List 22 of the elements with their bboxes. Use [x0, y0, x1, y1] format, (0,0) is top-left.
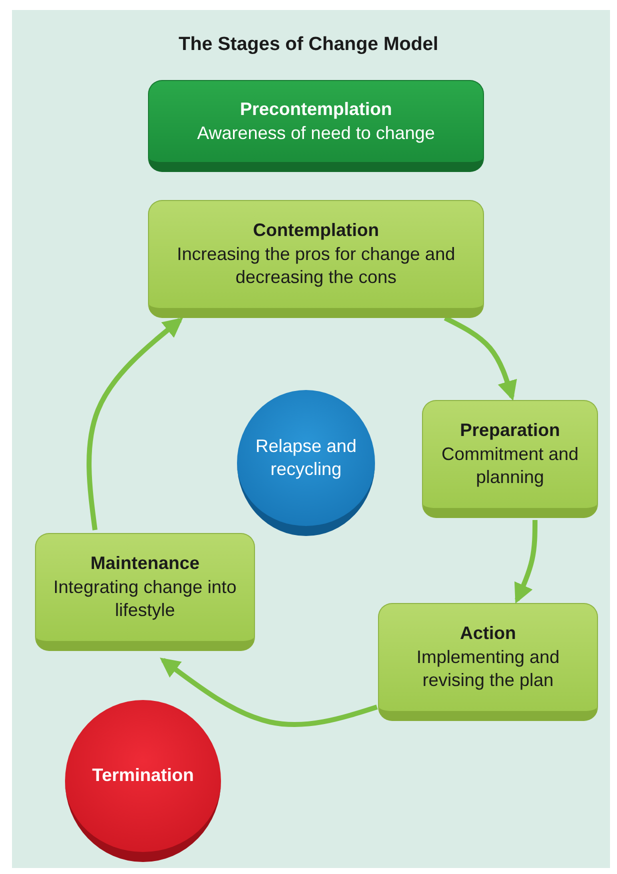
- stage-box: [378, 603, 598, 721]
- stage-box: [35, 533, 255, 651]
- stage-description: Relapse and recycling: [254, 434, 358, 481]
- cycle-arrow: [514, 520, 538, 604]
- cycle-arrow: [444, 316, 517, 401]
- stage-description: Commitment and planning: [440, 442, 580, 490]
- cycle-arrow: [86, 317, 184, 530]
- stage-box: [422, 400, 598, 518]
- cycle-arrow: [160, 658, 378, 728]
- stage-title: Action: [460, 622, 516, 646]
- stage-box: [148, 200, 484, 318]
- stage-description: Implementing and revising the plan: [415, 646, 561, 692]
- stage-description: Increasing the pros for change and decreasing the cons: [176, 242, 456, 290]
- stage-title: Preparation: [460, 419, 560, 442]
- diagram-title: The Stages of Change Model: [178, 34, 440, 56]
- stage-title: Maintenance: [90, 552, 200, 576]
- stage-title: Precontemplation: [240, 98, 392, 122]
- stage-description: Termination: [92, 764, 194, 788]
- stage-box: [148, 80, 484, 172]
- stage-description: Awareness of need to change: [197, 122, 435, 145]
- stage-title: Contemplation: [253, 219, 379, 242]
- stage-description: Integrating change into lifestyle: [52, 576, 238, 622]
